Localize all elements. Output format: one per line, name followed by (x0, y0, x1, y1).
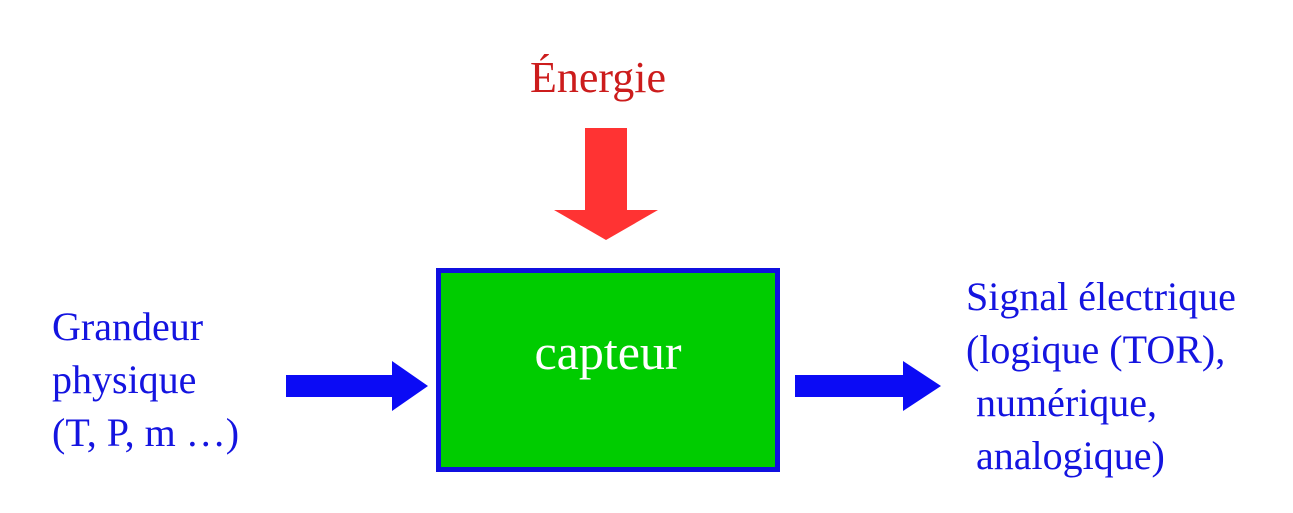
sensor-box: capteur (436, 268, 780, 472)
input-arrow-shape (286, 361, 428, 411)
sensor-label: capteur (534, 324, 682, 380)
energy-arrow (554, 128, 658, 240)
energy-arrow-shape (554, 128, 658, 240)
input-arrow (286, 361, 428, 411)
output-label: Signal électrique (logique (TOR), numéri… (966, 274, 1236, 478)
input-label: Grandeur physique (T, P, m …) (52, 304, 240, 455)
energy-label: Énergie (530, 53, 667, 102)
output-arrow-shape (795, 361, 941, 411)
output-arrow (795, 361, 941, 411)
